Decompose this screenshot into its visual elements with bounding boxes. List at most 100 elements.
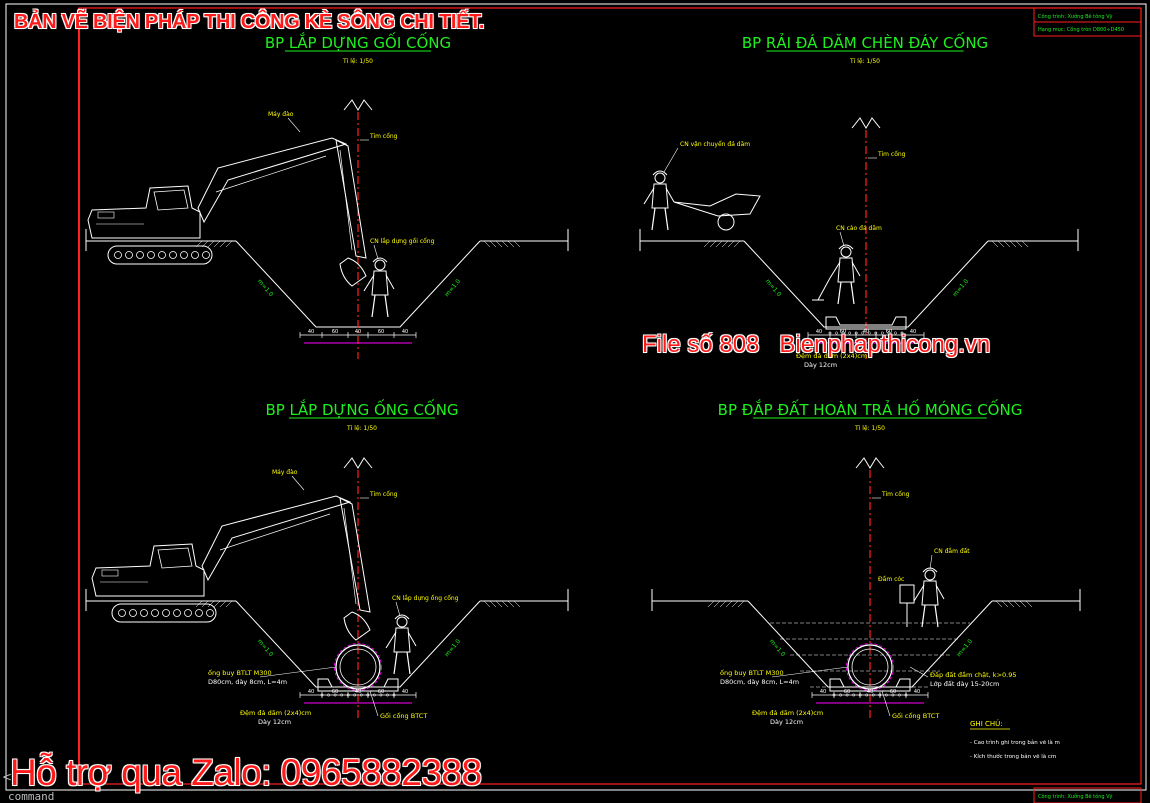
- excavator-wheel: [136, 251, 144, 259]
- worker-body: [921, 580, 939, 606]
- ground-hatch: [1015, 240, 1023, 248]
- excavator-wheel: [206, 609, 214, 617]
- leader-line: [771, 666, 849, 678]
- ground-hatch: [1019, 600, 1027, 608]
- worker-arm: [829, 261, 841, 279]
- gravel-dot: [392, 693, 396, 697]
- gravel-dot: [372, 693, 376, 697]
- ground-hatch: [513, 240, 521, 248]
- gravel-dot: [835, 331, 838, 335]
- label-center-line: Tim cống: [881, 491, 910, 498]
- label-pipe-size: D80cm, dày 8cm, L=4m: [720, 678, 799, 686]
- gravel-dot: [848, 331, 852, 335]
- ground-hatch: [207, 240, 215, 248]
- excavator-wheel: [118, 609, 126, 617]
- worker-leg: [406, 651, 411, 675]
- ground-hatch: [225, 600, 233, 608]
- gravel-dot: [386, 693, 389, 697]
- excavator-boom: [197, 137, 348, 224]
- title-block-line2: Hạng mục: Cống tròn D800÷D450: [1038, 26, 1124, 33]
- gravel-dot: [898, 693, 901, 697]
- ground-hatch: [507, 240, 515, 248]
- ground-hatch: [489, 240, 497, 248]
- gravel-dot: [346, 693, 350, 697]
- label-bedding: Đệm đá dăm (2x4)cm: [796, 352, 867, 360]
- excavator-track: [107, 245, 213, 265]
- worker-leg: [921, 604, 926, 628]
- label-pipe-size: D80cm, dày 8cm, L=4m: [208, 678, 287, 686]
- gravel-dot: [839, 693, 842, 697]
- ground-hatch: [501, 600, 509, 608]
- ground-hatch: [225, 240, 233, 248]
- dim-label: 60: [332, 689, 338, 695]
- worker-arm: [851, 261, 861, 277]
- ground-hatch: [507, 600, 515, 608]
- excavator-wheel: [184, 609, 192, 617]
- ground-hatch: [713, 600, 721, 608]
- excavator-arm: [335, 139, 367, 259]
- gravel-dot: [878, 693, 882, 697]
- excavator-vent: [101, 569, 119, 577]
- worker-body: [837, 257, 855, 283]
- excavator-track: [111, 603, 217, 623]
- gravel-dot: [900, 331, 904, 335]
- leader-line: [373, 244, 379, 260]
- excavator-body: [87, 185, 201, 239]
- label-compactor: Đầm cóc: [878, 575, 904, 583]
- worker-helmet: [372, 257, 388, 263]
- panel-scale: Tỉ lệ: 1/50: [849, 58, 880, 65]
- leader-line: [369, 690, 379, 717]
- scroll-left-button[interactable]: <: [2, 770, 13, 784]
- title-block-bottom: Công trình: Xưởng Bê tông Vỹ: [1038, 793, 1113, 800]
- leader-line: [929, 554, 933, 570]
- rake-handle: [817, 277, 831, 301]
- excavator-wheel: [158, 251, 166, 259]
- top-title-overlay: BẢN VẼ BIỆN PHÁP THI CÔNG KÈ SÔNG CHI TI…: [14, 11, 485, 33]
- label-pipe-type: ống buy BTLT M300: [208, 669, 272, 677]
- ground-hatch: [1001, 600, 1009, 608]
- label-bedding-thickness: Dày 12cm: [770, 718, 803, 726]
- ground-hatch: [219, 240, 227, 248]
- worker-leg: [850, 281, 855, 305]
- gravel-dot: [841, 331, 845, 335]
- dim-label: 40: [914, 689, 920, 695]
- ground-hatch: [213, 240, 221, 248]
- label-center-line: Tim cống: [369, 491, 398, 498]
- ground-hatch: [495, 240, 503, 248]
- worker-head: [924, 569, 936, 581]
- excavator-wheel: [114, 251, 122, 259]
- label-excavator: Máy đào: [272, 469, 298, 476]
- excavator-wheel: [151, 609, 159, 617]
- excavator-hydraulic: [343, 507, 357, 605]
- gravel-dot: [832, 693, 836, 697]
- label-pipe-seat: Gối cống BTCT: [380, 712, 427, 720]
- leader-line: [909, 666, 929, 678]
- gravel-dot: [867, 331, 871, 335]
- gravel-dot: [854, 331, 858, 335]
- label-fill-compaction: Đắp đất đầm chặt, k>0.95: [930, 670, 1016, 679]
- leader-line: [259, 666, 337, 678]
- note-item-1: - Cao trình ghi trong bản vẽ là m: [970, 739, 1060, 746]
- command-line[interactable]: command: [8, 790, 55, 803]
- gravel-dot: [340, 693, 344, 697]
- worker-head: [374, 259, 386, 271]
- wheelbarrow-wheel: [717, 213, 735, 231]
- gravel-dot: [904, 693, 908, 697]
- ground-hatch: [727, 240, 735, 248]
- file-label-overlay: File số 808 Bienphapthicong.vn: [642, 331, 991, 358]
- excavator-wheel: [191, 251, 199, 259]
- excavator-wheel: [180, 251, 188, 259]
- label-bedding: Đệm đá dăm (2x4)cm: [752, 709, 823, 717]
- label-cart-worker: CN vận chuyển đá dăm: [680, 141, 750, 148]
- excavator-wheel: [195, 609, 203, 617]
- label-center-line: Tim cống: [877, 151, 906, 158]
- excavator-hydraulic: [219, 513, 331, 551]
- excavator-bucket: [339, 257, 367, 287]
- gravel-dot: [884, 693, 888, 697]
- gravel-dot: [379, 693, 383, 697]
- gravel-dot: [327, 693, 330, 697]
- ground-hatch: [997, 240, 1005, 248]
